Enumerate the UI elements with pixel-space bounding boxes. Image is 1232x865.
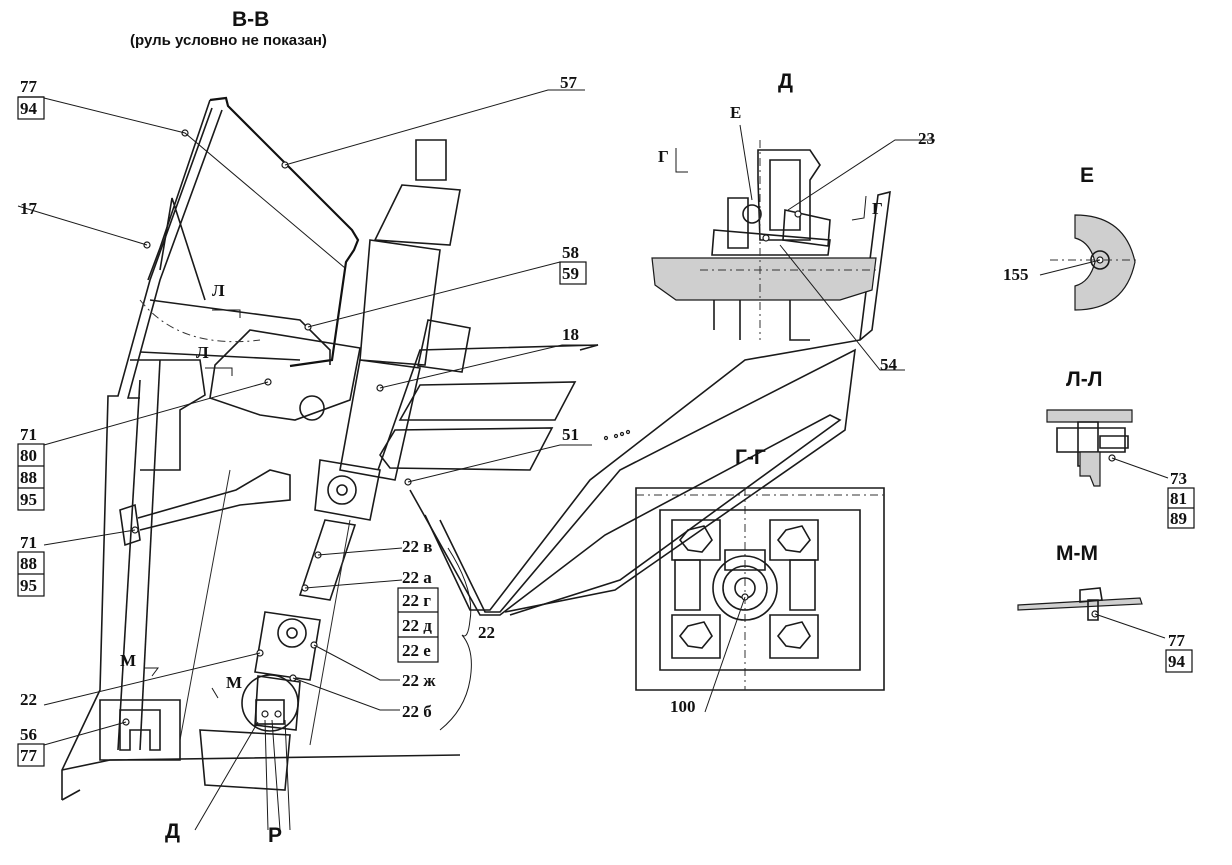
callout-17: 17 (20, 199, 38, 218)
callout-94-right: 94 (1168, 652, 1186, 671)
callout-71-a: 71 (20, 425, 37, 444)
callout-81: 81 (1170, 489, 1187, 508)
section-mark-l-bottom: Л (196, 343, 209, 362)
main-view-bb: Л Л М М (61, 96, 471, 801)
callout-22b: 22 б (402, 702, 432, 721)
callout-100: 100 (670, 697, 696, 716)
callout-95-a: 95 (20, 490, 37, 509)
section-title: В-В (232, 8, 269, 31)
section-subtitle: (руль условно не показан) (130, 32, 327, 49)
callout-95-b: 95 (20, 576, 37, 595)
view-ll-title: Л-Л (1066, 368, 1102, 391)
callout-22-left: 22 (20, 690, 37, 709)
callout-88-b: 88 (20, 554, 37, 573)
callout-22zh: 22 ж (402, 671, 436, 690)
section-mark-m-top: М (120, 651, 136, 670)
view-e-title: Е (1080, 164, 1094, 187)
view-e-mark: Е (730, 103, 741, 122)
callout-94-top: 94 (20, 99, 38, 118)
callout-57: 57 (560, 73, 578, 92)
view-d-title: Д (778, 70, 793, 93)
callout-22e: 22 е (402, 641, 431, 660)
callout-88-a: 88 (20, 468, 37, 487)
view-mm-title: М-М (1056, 542, 1098, 565)
view-connectors (377, 190, 891, 616)
view-d-label-bottom: Д (165, 820, 180, 843)
leaders-main (17, 89, 594, 831)
section-mark-g-left: Г (658, 147, 669, 166)
callout-56: 56 (20, 725, 37, 744)
section-mark-l-top: Л (212, 281, 225, 300)
callout-22d: 22 д (402, 616, 432, 635)
view-e: Е 155 (1003, 164, 1140, 311)
callout-58: 58 (562, 243, 579, 262)
view-mm: М-М 77 94 (1017, 542, 1193, 673)
view-ll: Л-Л 73 81 89 (1046, 368, 1195, 529)
callout-18: 18 (562, 325, 579, 344)
callout-23: 23 (918, 129, 935, 148)
callout-59: 59 (562, 264, 579, 283)
callout-77-right: 77 (1168, 631, 1186, 650)
callout-54: 54 (880, 355, 898, 374)
callout-73: 73 (1170, 469, 1187, 488)
callout-22v: 22 в (402, 537, 432, 556)
callout-22a: 22 а (402, 568, 432, 587)
callout-77-bottom: 77 (20, 746, 38, 765)
section-mark-g-right: Г (872, 199, 883, 218)
callout-22-group: 22 (478, 623, 495, 642)
callout-77-top: 77 (20, 77, 38, 96)
view-gg: Г-Г 100 (635, 446, 885, 716)
callout-89: 89 (1170, 509, 1187, 528)
section-mark-m-bottom: М (226, 673, 242, 692)
view-d: Д Е Г Г 23 54 (651, 70, 935, 374)
callout-51: 51 (562, 425, 579, 444)
callout-80: 80 (20, 446, 37, 465)
callout-22g: 22 г (402, 591, 431, 610)
view-r-label: Р (268, 824, 282, 847)
view-gg-title: Г-Г (735, 446, 766, 469)
callout-71-b: 71 (20, 533, 37, 552)
callouts-main: 77 94 57 17 58 59 18 51 71 80 88 95 71 8… (17, 73, 587, 847)
callout-155: 155 (1003, 265, 1029, 284)
